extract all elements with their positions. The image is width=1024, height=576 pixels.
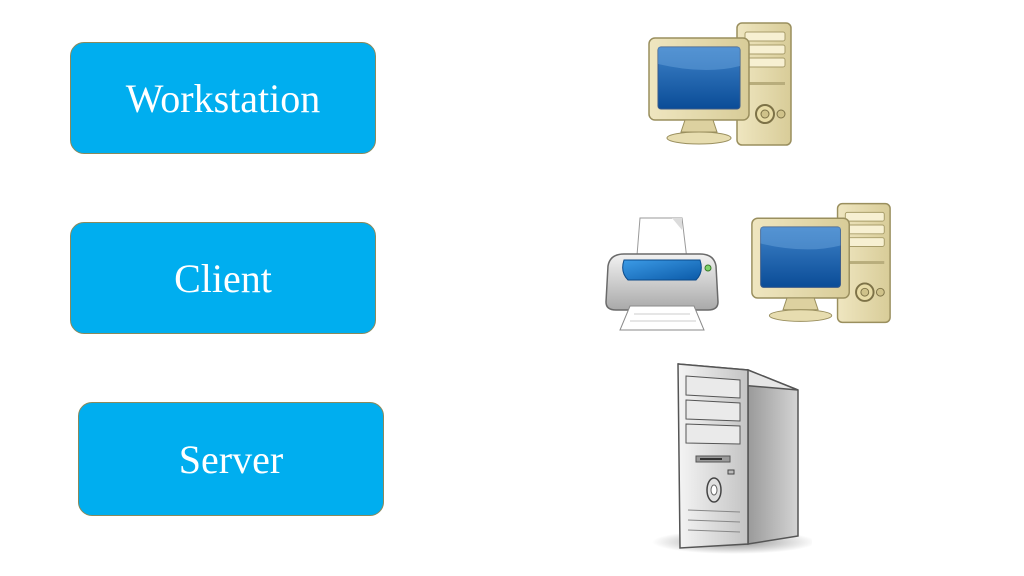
server-label: Server (178, 436, 284, 482)
printer-icon (600, 210, 724, 332)
server-tower-icon (636, 360, 812, 556)
client-label-box: Client (70, 222, 376, 334)
workstation-label: Workstation (125, 75, 321, 121)
desktop-computer-icon (748, 200, 894, 326)
client-label: Client (174, 255, 272, 301)
server-label-box: Server (78, 402, 384, 516)
desktop-computer-icon (645, 20, 795, 148)
workstation-label-box: Workstation (70, 42, 376, 154)
